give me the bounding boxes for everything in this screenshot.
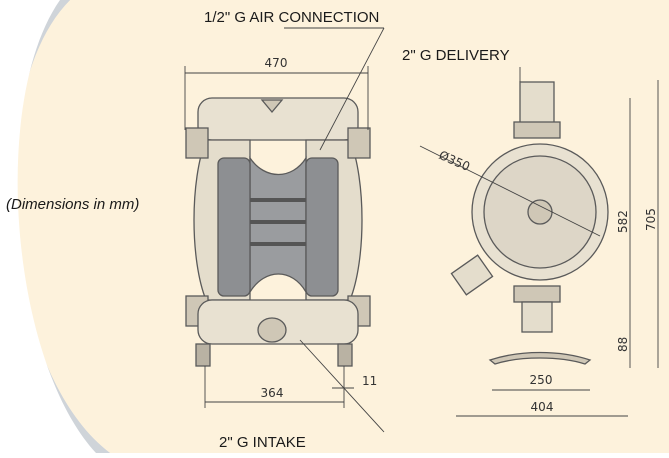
front-top-manifold xyxy=(197,97,359,141)
dim-88-text: 88 xyxy=(616,337,630,352)
front-view-pump xyxy=(185,97,371,367)
dim-705-text: 705 xyxy=(644,208,658,231)
front-intake-port xyxy=(257,317,287,343)
side-view-pump xyxy=(450,81,609,365)
units-note: (Dimensions in mm) xyxy=(6,196,140,213)
side-base-stand xyxy=(488,351,592,365)
dim-364-text: 364 xyxy=(261,386,284,400)
delivery-label: 2" G DELIVERY xyxy=(402,47,510,64)
front-left-diaphragm xyxy=(217,157,251,297)
front-air-inlet xyxy=(260,99,284,114)
dim-582-text: 582 xyxy=(616,210,630,233)
front-dimensions: 470 364 11 xyxy=(184,56,377,408)
air-leader xyxy=(319,27,385,151)
white-left-panel xyxy=(0,0,96,453)
side-lower-pipe xyxy=(521,301,553,333)
front-center-body xyxy=(249,155,307,295)
dim-250-text: 250 xyxy=(530,373,553,387)
front-flange-tr xyxy=(347,127,371,159)
side-intake-flange xyxy=(513,285,561,303)
front-foot-right xyxy=(337,343,353,367)
dim-470-text: 470 xyxy=(265,56,288,70)
air-connection-label: 1/2" G AIR CONNECTION xyxy=(204,9,380,26)
dim-11-text: 11 xyxy=(362,374,377,388)
dim-404-text: 404 xyxy=(531,400,554,414)
side-delivery-flange xyxy=(513,121,561,139)
dim-diameter-line xyxy=(419,145,601,237)
side-intake-elbow xyxy=(450,254,494,296)
front-flange-tl xyxy=(185,127,209,159)
side-delivery-pipe xyxy=(519,81,555,129)
intake-leader xyxy=(299,339,385,433)
front-foot-left xyxy=(195,343,211,367)
side-center-hub xyxy=(527,199,553,225)
front-right-diaphragm xyxy=(305,157,339,297)
intake-label: 2" G INTAKE xyxy=(219,434,306,451)
